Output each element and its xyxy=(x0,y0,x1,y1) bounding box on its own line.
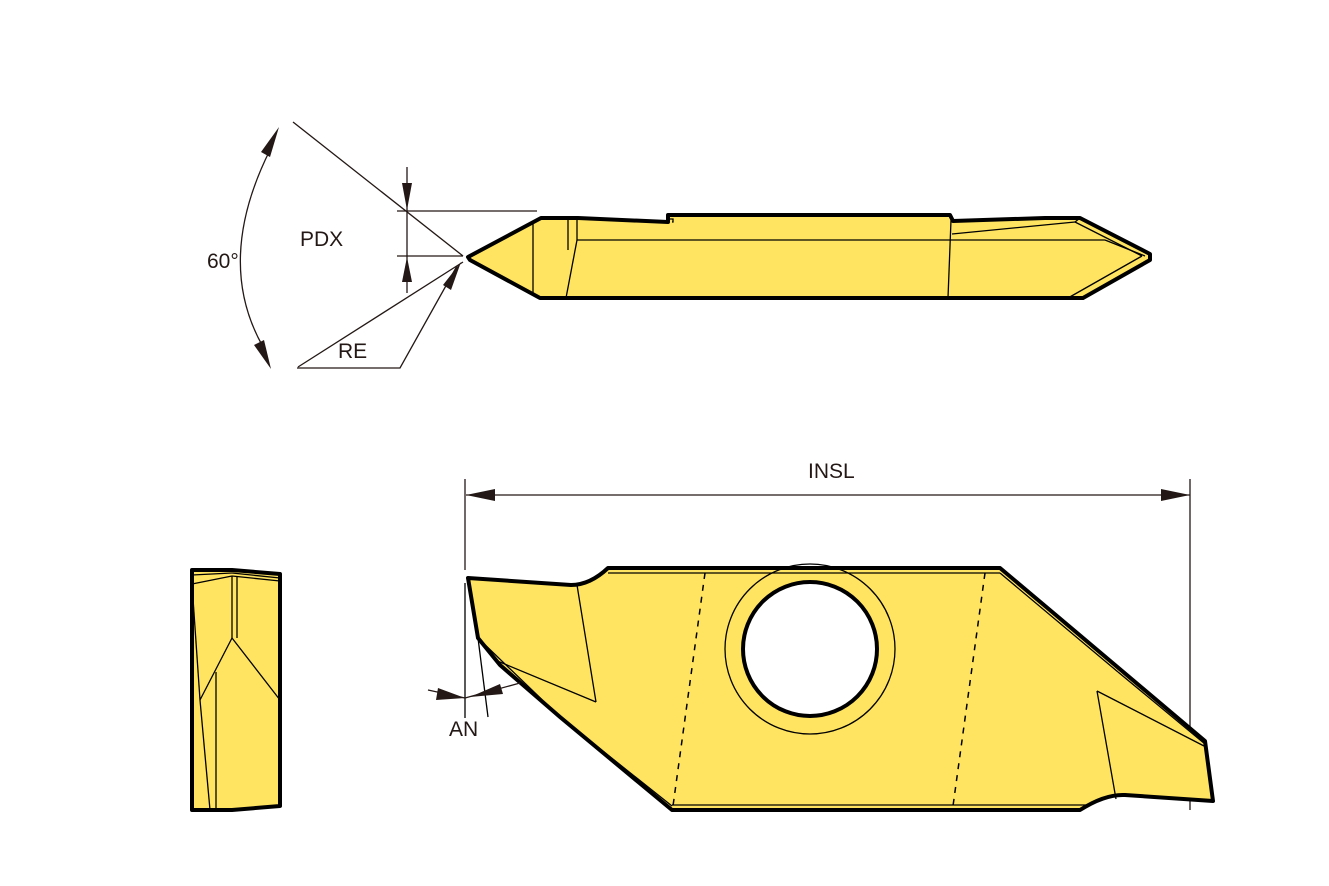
insl-label: INSL xyxy=(808,460,855,483)
an-dimension: AN xyxy=(427,682,521,741)
angle-label: 60° xyxy=(207,250,239,273)
an-label: AN xyxy=(449,718,478,741)
mounting-hole xyxy=(741,580,879,718)
pdx-label: PDX xyxy=(300,228,343,251)
front-view xyxy=(464,563,1215,812)
pdx-dimension: PDX xyxy=(300,167,537,293)
insl-dimension: INSL xyxy=(464,460,1191,810)
re-label: RE xyxy=(338,340,367,363)
top-view xyxy=(466,213,1152,300)
angle-dimension: 60° xyxy=(207,121,464,369)
re-dimension: RE xyxy=(297,262,461,369)
side-view xyxy=(190,568,282,812)
